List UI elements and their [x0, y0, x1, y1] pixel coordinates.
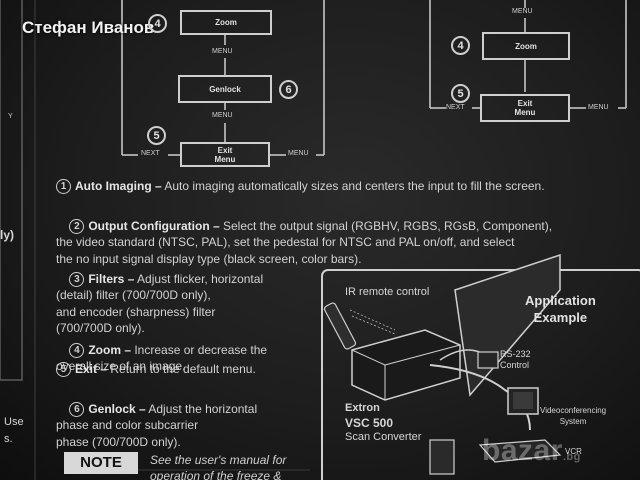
note-text: See the user's manual for operation of t… [150, 453, 287, 480]
watermark-name: Стефан Иванов [22, 18, 155, 37]
item-text: Auto imaging automatically sizes and cen… [161, 179, 545, 193]
bazar-logo-text: bazar [482, 434, 563, 467]
vcr-label: VCR [565, 447, 582, 456]
left-edge-fragment: s. [4, 433, 13, 445]
zoom-box: Zoom [180, 10, 272, 35]
genlock-box: Genlock [178, 75, 272, 103]
item-title: Output Configuration – [88, 218, 220, 233]
vsc500-model: VSC 500 [345, 416, 394, 430]
item-number: 1 [56, 179, 71, 194]
item-title: Auto Imaging – [75, 179, 162, 193]
zoom-box: Zoom [482, 32, 570, 60]
extron-brand: Extron [345, 402, 380, 414]
left-edge-fragment: ly) [0, 228, 15, 242]
item-number: 5 [56, 362, 71, 377]
scan-converter-label: Scan Converter [345, 431, 422, 443]
item-number: 2 [69, 218, 85, 234]
menu-label: MENU [512, 8, 533, 15]
step-4-marker: 4 [451, 36, 470, 55]
left-edge-fragment: Y [8, 113, 13, 120]
app-example-title: Application Example [525, 293, 596, 325]
ir-remote-label: IR remote control [345, 286, 430, 298]
menu-label: MENU [212, 48, 233, 55]
item-number: 4 [69, 342, 85, 358]
item-text: Select the output signal (RGBHV, RGBS, R… [56, 218, 553, 266]
item-title: Exit – [75, 362, 108, 376]
step-5-marker: 5 [451, 84, 470, 103]
item-text: Adjust flicker, horizontal (detail) filt… [56, 271, 264, 336]
item-text: Adjust the horizontal phase and color su… [56, 401, 258, 449]
menu-label: MENU [288, 150, 309, 157]
note-badge: NOTE [64, 452, 138, 474]
item-number: 3 [69, 271, 85, 287]
menu-label: MENU [588, 104, 609, 111]
step-5-marker: 5 [147, 126, 166, 145]
step-6-marker: 6 [279, 80, 298, 99]
description-item-1: 1 Auto Imaging – Auto imaging automatical… [56, 178, 545, 195]
item-title: Filters – [88, 271, 135, 286]
item-number: 6 [69, 401, 85, 417]
rs232-label: RS-232 Control [500, 349, 531, 370]
item-text: Increase or decrease the overall size of… [56, 342, 268, 374]
exit-menu-box: Exit Menu [480, 94, 570, 122]
item-title: Zoom – [88, 342, 132, 357]
item-title: Genlock – [88, 401, 146, 416]
bazar-logo: bazar.bg [482, 434, 581, 468]
videoconferencing-label: Videoconferencing System [540, 406, 607, 426]
next-label: NEXT [141, 150, 160, 157]
step-4-marker: 4 [148, 14, 167, 33]
item-text: Return to the default menu. [107, 362, 256, 376]
left-edge-fragment: Use [4, 416, 24, 428]
exit-menu-box: Exit Menu [180, 142, 270, 167]
next-label: NEXT [446, 104, 465, 111]
menu-label: MENU [212, 112, 233, 119]
bazar-logo-suffix: .bg [562, 451, 581, 463]
description-item-5: 5 Exit – Return to the default menu. [56, 361, 256, 378]
